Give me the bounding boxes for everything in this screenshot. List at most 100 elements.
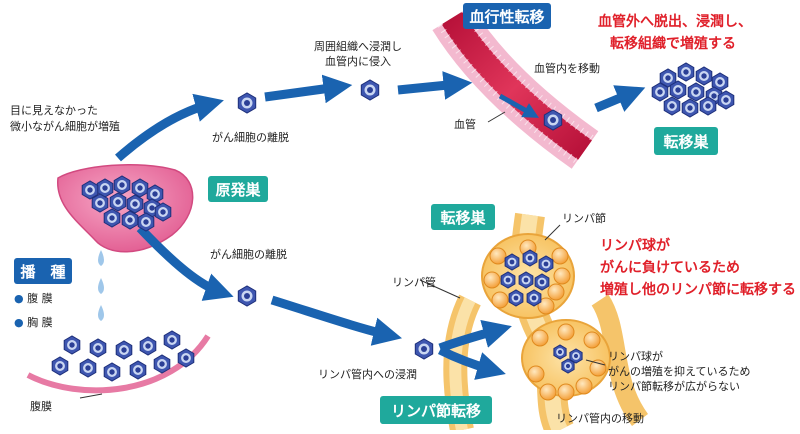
dissemination-box xyxy=(14,258,72,284)
cancer-cell-icon xyxy=(129,360,147,380)
peritoneum-leader xyxy=(79,393,103,399)
cancer-cell-icon xyxy=(651,82,669,102)
lymphocyte-icon xyxy=(557,383,575,401)
lymphocyte-icon xyxy=(527,365,545,383)
defeat-line-3: 増殖し他のリンパ節に転移する xyxy=(600,281,796,298)
pleura-bullet: ● 胸 膜 xyxy=(14,315,53,329)
leader-lines xyxy=(419,111,606,366)
cancer-cell-icon xyxy=(113,175,131,195)
lymph-focus-label: 転移巣 xyxy=(440,209,486,227)
defeat-line-1: リンパ球が xyxy=(600,237,671,254)
cancer-cell-icon xyxy=(115,340,133,360)
cancer-cell-icon xyxy=(500,271,516,289)
cancer-cell-icon xyxy=(504,253,520,271)
hematogenous-box xyxy=(463,3,551,29)
cancer-cell-icon xyxy=(81,180,99,200)
extravasation-line-1: 血管外へ脱出、浸潤し、 xyxy=(598,13,752,30)
cancer-cell-icon xyxy=(663,96,681,116)
cancer-cell-icon xyxy=(109,192,127,212)
lymphocyte-icon xyxy=(589,359,607,377)
dissemination-label: 播 種 xyxy=(20,263,65,281)
cancer-cell-icon xyxy=(177,348,195,368)
cancer-cell-icon xyxy=(518,271,534,289)
lymph-invasion-label: リンパ管内への浸潤 xyxy=(318,367,417,381)
cancer-cell-icon xyxy=(154,202,172,222)
cancer-cell-icon xyxy=(522,249,538,267)
cancer-cell-icon xyxy=(89,338,107,358)
extravasation-line-2: 転移組織で増殖する xyxy=(610,35,736,52)
lymphocyte-group xyxy=(483,239,607,401)
cancer-cell-icon xyxy=(526,289,542,307)
cancer-cell-icon xyxy=(543,109,563,131)
cancer-cell-icon xyxy=(414,338,434,360)
cancer-cell-icon xyxy=(137,212,155,232)
cancer-cell-icon xyxy=(91,193,109,213)
cancer-cell-icon xyxy=(699,96,717,116)
cancer-cell-icon xyxy=(553,344,567,360)
arrow-in-vessel xyxy=(498,93,539,118)
lymphocyte-icon xyxy=(491,291,509,309)
lymph-node-metastasis-label: リンパ節転移 xyxy=(391,402,481,420)
invade-line-2: 血管内に侵入 xyxy=(325,54,391,68)
flow-arrows xyxy=(115,71,646,380)
suppress-line-1: リンパ球が xyxy=(608,349,663,363)
lymphocyte-icon xyxy=(553,267,571,285)
arrow-vessel-to-focus xyxy=(594,85,646,113)
cancer-cell-icon xyxy=(659,68,677,88)
metastatic-focus-box xyxy=(654,127,718,155)
cancer-cell-icon xyxy=(717,90,735,110)
lymphocyte-icon xyxy=(537,297,555,315)
cancer-cell-icon xyxy=(681,98,699,118)
lymph-node-metastasis-box xyxy=(380,396,492,424)
cancer-cell-icon xyxy=(96,178,114,198)
lymphocyte-icon xyxy=(583,331,601,349)
cancer-cell-icon xyxy=(153,354,171,374)
primary-tumor-box xyxy=(208,176,268,202)
suppress-line-3: リンパ節転移が広がらない xyxy=(608,379,740,393)
dissemination-drops xyxy=(98,250,104,321)
cancer-cell-icon xyxy=(103,208,121,228)
cancer-cell-icon xyxy=(711,72,729,92)
cancer-cell-icon xyxy=(695,66,713,86)
peritoneum-label: 腹膜 xyxy=(30,399,52,413)
cancer-cell-icon xyxy=(63,335,81,355)
lymphocyte-icon xyxy=(531,329,549,347)
suppress-line-2: がんの増殖を抑えているため xyxy=(608,364,750,378)
cancer-cell-icon xyxy=(131,178,149,198)
peritoneum-bullet: ● 腹 膜 xyxy=(14,291,53,305)
cancer-cell-icon xyxy=(103,362,121,382)
arrow-primary-to-detach xyxy=(115,93,224,162)
blood-vessel xyxy=(432,5,599,169)
cancer-cell-group xyxy=(51,62,735,382)
arrow-invade-to-vessel xyxy=(397,71,473,100)
detach-bottom-label: がん細胞の離脱 xyxy=(210,247,287,261)
lymphocyte-icon xyxy=(557,323,575,341)
cancer-cell-icon xyxy=(126,194,144,214)
cancer-cell-icon xyxy=(669,80,687,100)
cancer-cell-icon xyxy=(508,289,524,307)
invade-line-1: 周囲組織へ浸潤し xyxy=(314,40,402,53)
lymph-focus-box xyxy=(431,204,495,230)
lymphocyte-icon xyxy=(539,383,557,401)
cancer-cell-icon xyxy=(538,255,554,273)
cancer-cell-icon xyxy=(139,336,157,356)
detach-top-label: がん細胞の離脱 xyxy=(212,130,289,144)
lymphocyte-icon xyxy=(489,247,507,265)
defeat-line-2: がんに負けているため xyxy=(600,259,740,276)
lymph-node-label: リンパ節 xyxy=(562,211,606,225)
arrow-detach-to-invade xyxy=(264,74,353,104)
cancer-cell-icon xyxy=(51,356,69,376)
cancer-cell-icon xyxy=(360,79,380,101)
move-in-lymph-label: リンパ管内の移動 xyxy=(556,411,644,425)
cancer-cell-icon xyxy=(121,210,139,230)
lymph-vessel-label: リンパ管 xyxy=(392,275,436,289)
cancer-cell-icon xyxy=(569,348,583,364)
cancer-cell-icon xyxy=(79,358,97,378)
primary-tumor-label: 原発巣 xyxy=(215,181,261,199)
move-in-vessel-label: 血管内を移動 xyxy=(534,61,600,75)
micro-growth-line-2: 微小ながん細胞が増殖 xyxy=(10,119,120,133)
cancer-cell-icon xyxy=(237,285,257,307)
cancer-cell-icon xyxy=(677,62,695,82)
lymphocyte-icon xyxy=(483,271,501,289)
